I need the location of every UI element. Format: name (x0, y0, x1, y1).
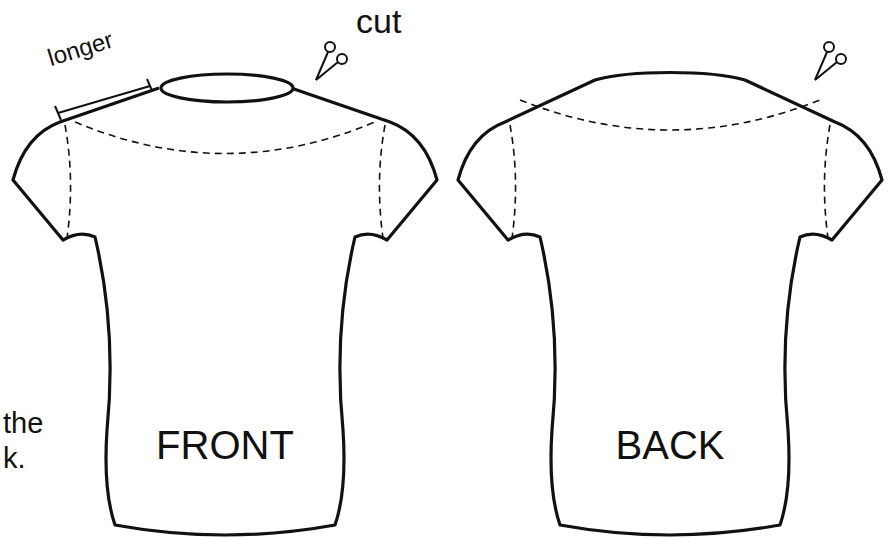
seam-line (824, 125, 830, 238)
side-label: BACK (616, 425, 725, 465)
note-text: the (3, 409, 43, 438)
shirt-body (13, 88, 437, 535)
seam-line (75, 122, 375, 154)
shirt-drawing (10, 60, 440, 539)
seam-line (65, 125, 71, 238)
scissors-icon (316, 42, 347, 80)
neck-opening (161, 74, 293, 102)
shirt-body (458, 73, 882, 536)
note-text: k. (3, 444, 26, 473)
note-text: longer (45, 28, 116, 70)
shirt-drawing (455, 60, 885, 539)
shirt-outline: BACK (455, 60, 885, 539)
seam-line (510, 125, 516, 238)
seam-line (520, 100, 820, 130)
seam-line (379, 125, 385, 238)
scissors-icon (815, 42, 846, 80)
shirt-outline: FRONT (10, 60, 440, 539)
note-text: cut (356, 4, 401, 38)
side-label: FRONT (156, 425, 294, 465)
